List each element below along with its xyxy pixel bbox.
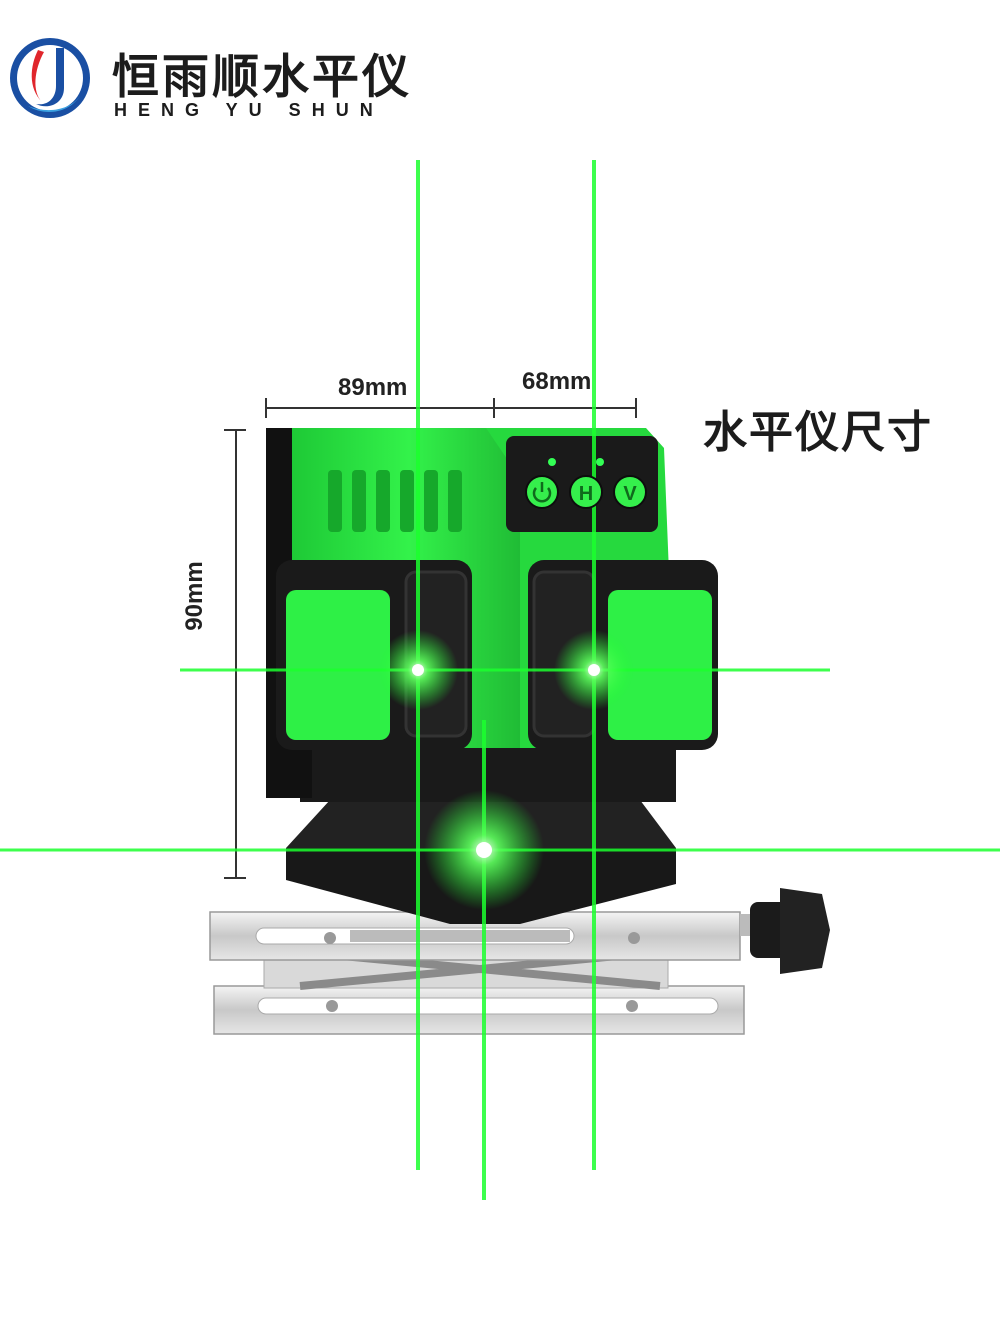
page-title: 水平仪尺寸 (703, 407, 933, 458)
dimension-height: 90mm (181, 561, 208, 631)
brand-header: 恒雨顺水平仪 HENG YU SHUN (8, 36, 428, 126)
panel-buttons: H V (525, 475, 647, 509)
power-icon (532, 482, 552, 503)
dimension-width-right: 68mm (522, 368, 592, 395)
brand-name: 恒雨顺水平仪 (112, 50, 412, 105)
lift-platform (209, 888, 830, 1035)
brand-logo-icon (10, 38, 90, 118)
svg-text:V: V (623, 483, 637, 505)
v-button: V (613, 475, 647, 509)
dimension-lines (224, 398, 637, 879)
laser-glows (378, 630, 634, 910)
brand-name-en: HENG YU SHUN (114, 100, 384, 120)
power-button (525, 475, 559, 509)
laser-base (286, 742, 676, 924)
dimension-width-left: 89mm (338, 374, 408, 401)
svg-text:H: H (579, 483, 593, 505)
h-button: H (569, 475, 603, 509)
